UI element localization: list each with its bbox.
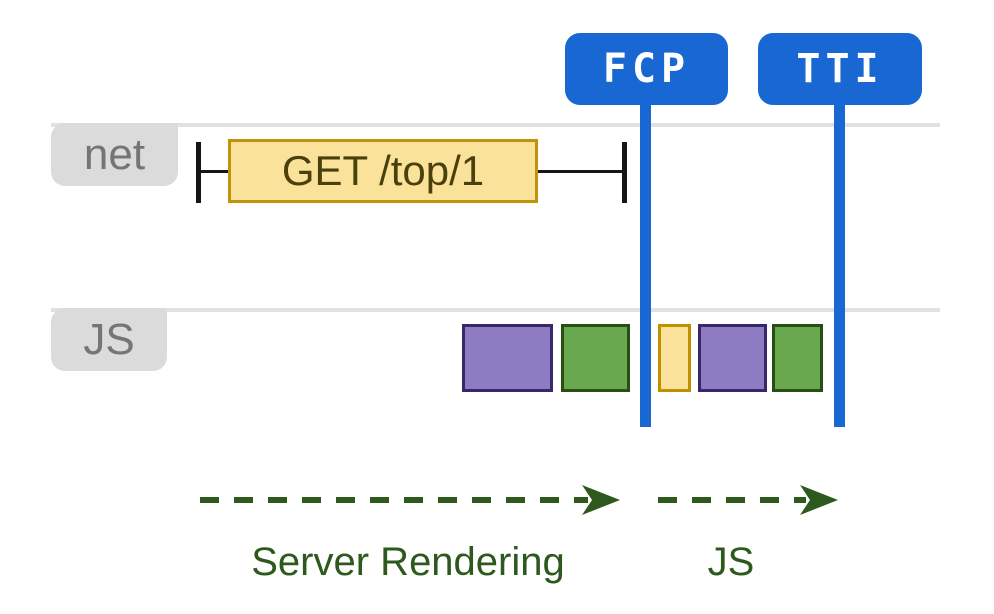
js-block-purple [698,324,767,392]
phase-arrow-2 [658,485,838,515]
phase-arrow-1 [200,485,620,515]
phase-label-1: Server Rendering [251,540,565,584]
marker-badge-tti: TTI [758,33,922,105]
js-block-green [772,324,823,392]
marker-label: TTI [796,46,884,92]
net-track-tab: net [51,123,178,186]
marker-label: FCP [602,46,691,92]
net-track-label: net [83,129,146,179]
request-end-tick [622,142,627,203]
js-block-yellow [658,324,691,392]
js-block-green [561,324,630,392]
js-track-label: JS [83,314,135,364]
network-request-label: GET /top/1 [281,147,485,194]
marker-line-tti [833,103,845,427]
js-track-tab: JS [51,308,167,371]
net-track-line [51,123,940,127]
js-block-purple [462,324,553,392]
phase-label-2: JS [707,540,755,584]
network-request-box: GET /top/1 [228,139,538,203]
marker-line-fcp [639,103,651,427]
js-track-line [51,308,940,312]
request-start-tick [196,142,201,203]
marker-badge-fcp: FCP [565,33,728,105]
